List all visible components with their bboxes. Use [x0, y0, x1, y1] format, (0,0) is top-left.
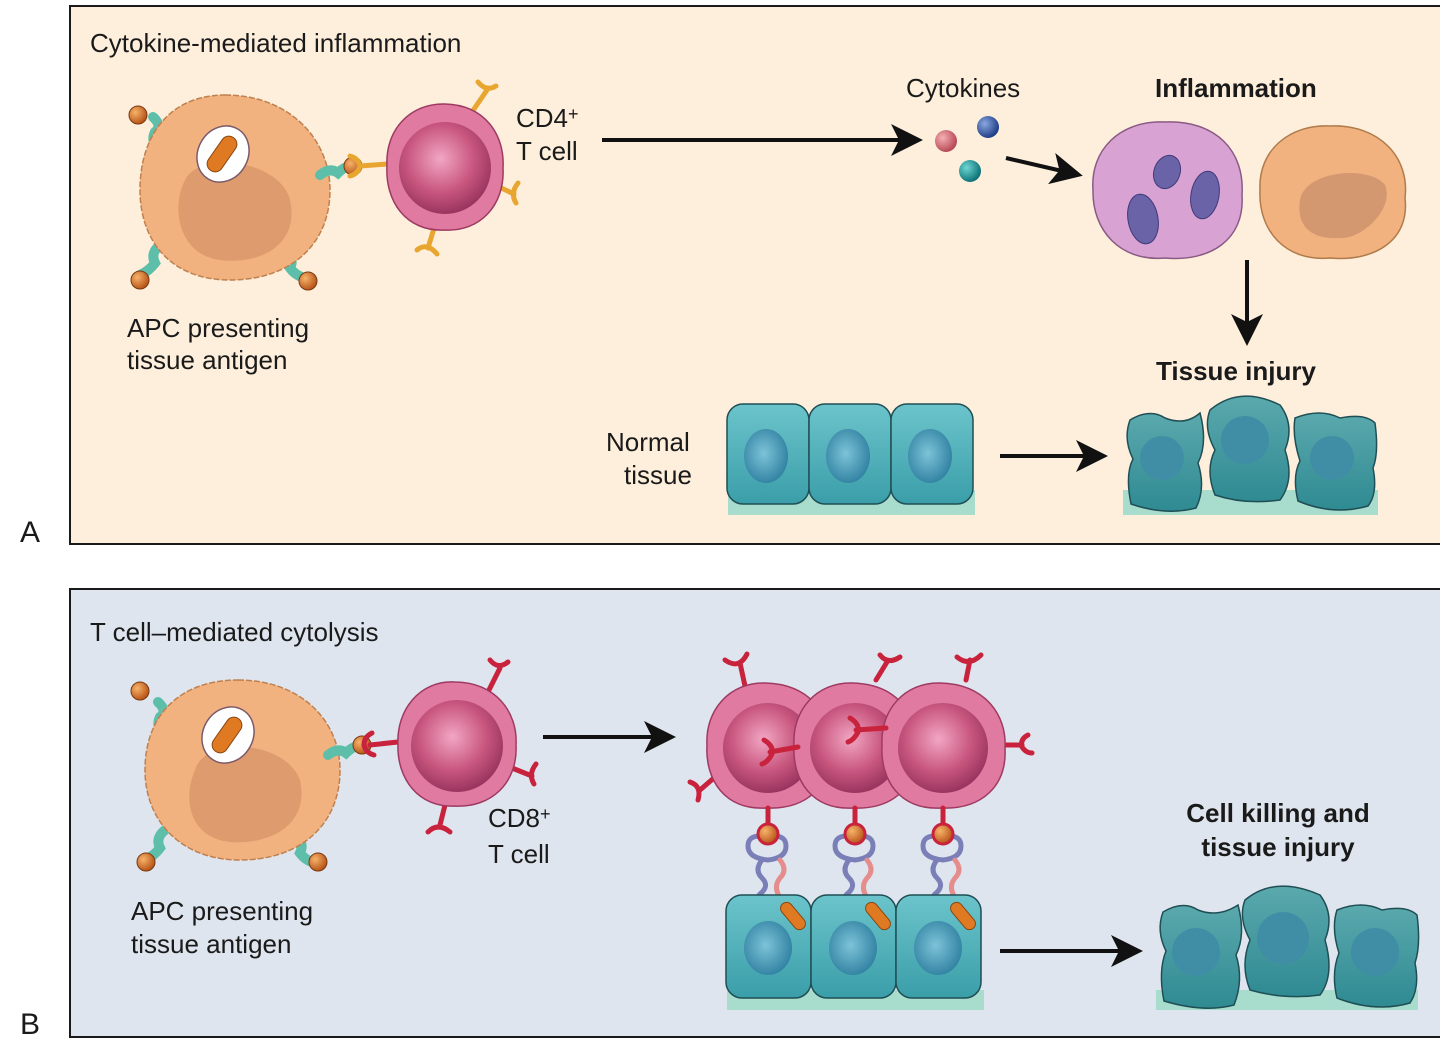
macrophage-cell [1259, 125, 1407, 260]
normal-tissue-label-line1: Normal [606, 427, 690, 457]
antigen-icon [780, 901, 976, 931]
cd4-label-sup: + [568, 104, 579, 124]
injured-tissue [1123, 395, 1378, 515]
panel-letter-a: A [20, 516, 41, 549]
cd8-t-cell-label-line2: T cell [488, 839, 550, 869]
mhc-antigen-icon [130, 240, 165, 290]
cytokines-label: Cytokines [906, 73, 1021, 103]
normal-tissue [726, 403, 975, 515]
mhc-antigen-icon [136, 825, 170, 872]
cd8-t-cell [361, 657, 539, 835]
cd4-t-cell [347, 79, 521, 257]
normal-tissue-label-line2: tissue [624, 460, 692, 490]
cell-killing-label-line1: Cell killing and [1186, 798, 1370, 828]
cd8-label-sup: + [540, 804, 551, 824]
cd8-label-text: CD8 [488, 803, 541, 833]
apc-cell-a [128, 94, 363, 291]
apc-label-a-line1: APC presenting [127, 313, 310, 343]
panel-letter-b: B [20, 1008, 41, 1041]
arrow-icon [1005, 152, 1083, 185]
cd4-t-cell-label: CD4+ [516, 102, 579, 134]
apc-label-b-line1: APC presenting [131, 896, 314, 926]
antigen-icon [206, 135, 238, 173]
cd8-t-cell-label: CD8+ [488, 802, 551, 834]
tissue-injury-label: Tissue injury [1156, 356, 1316, 386]
cd8-receptor-icon [687, 651, 1035, 803]
cd8-receptor-icon [361, 657, 539, 835]
killed-tissue [1156, 885, 1420, 1010]
cd4-t-cell-label-line2: T cell [516, 136, 578, 166]
antigen-icon [211, 716, 243, 754]
cell-killing-label-line2: tissue injury [1201, 832, 1355, 862]
cd4-label-text: CD4 [516, 103, 569, 133]
panel-a-title: Cytokine-mediated inflammation [90, 28, 462, 58]
inflammation-label: Inflammation [1155, 73, 1317, 103]
cytokines-icon [935, 116, 999, 182]
apc-cell-b [130, 679, 372, 872]
panel-b-title: T cell–mediated cytolysis [90, 617, 379, 647]
neutrophil-cell [1092, 121, 1243, 260]
target-tissue [725, 894, 984, 1010]
apc-label-a-line2: tissue antigen [127, 345, 288, 375]
apc-label-b-line2: tissue antigen [131, 929, 292, 959]
ctl-cluster [687, 651, 1035, 809]
